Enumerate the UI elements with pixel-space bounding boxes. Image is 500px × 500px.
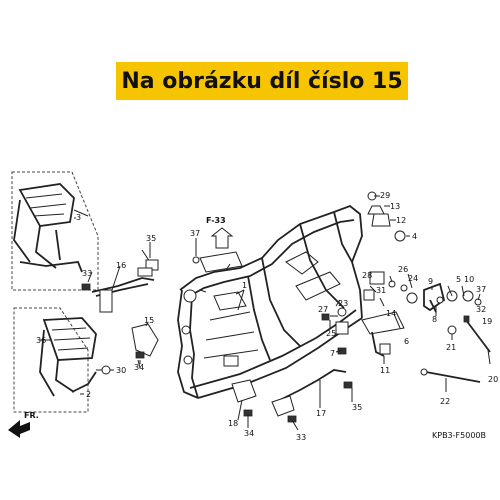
callout-6: 6 <box>404 337 409 346</box>
reference-label: F-33 <box>206 216 226 225</box>
callout-33-bottom: 33 <box>296 433 306 442</box>
leader-lines <box>40 195 491 431</box>
callout-35-bottom: 35 <box>352 403 362 412</box>
inset-box-bottom-left <box>13 307 89 413</box>
callout-11: 11 <box>380 366 390 375</box>
callout-34-left: 34 <box>134 363 144 372</box>
lower-stay-17-18 <box>231 369 353 423</box>
callout-5: 5 <box>456 275 461 284</box>
callout-35-top: 35 <box>146 234 156 243</box>
callout-17: 17 <box>316 409 326 418</box>
callout-19: 19 <box>482 317 492 326</box>
callout-7: 7 <box>330 349 335 358</box>
callout-14: 14 <box>386 309 396 318</box>
callout-3: 3 <box>76 213 81 222</box>
callout-31: 31 <box>376 286 386 295</box>
callout-23: 23 <box>338 299 348 308</box>
callout-30: 30 <box>116 366 126 375</box>
callout-18: 18 <box>228 419 238 428</box>
reference-box <box>192 227 243 273</box>
callout-16: 16 <box>116 261 126 270</box>
callout-15: 15 <box>144 316 154 325</box>
callout-22: 22 <box>440 397 450 406</box>
diagram-code: KPB3-F5000B <box>432 431 486 440</box>
callout-4: 4 <box>412 232 417 241</box>
callout-21: 21 <box>446 343 456 352</box>
callout-2: 2 <box>86 390 91 399</box>
rear-bracket-assembly <box>13 183 89 273</box>
callout-36: 36 <box>36 336 46 345</box>
callout-27: 27 <box>318 305 328 314</box>
callout-12: 12 <box>396 216 406 225</box>
side-bracket-15 <box>131 323 159 369</box>
callout-9: 9 <box>428 277 433 286</box>
right-side-parts <box>321 191 491 383</box>
upper-left-parts <box>81 249 159 313</box>
front-arrow-icon <box>8 420 30 438</box>
part-number-banner: Na obrázku díl číslo 15 <box>116 62 408 100</box>
callout-20: 20 <box>488 375 498 384</box>
callout-26: 26 <box>398 265 408 274</box>
callout-1: 1 <box>242 281 247 290</box>
callout-8: 8 <box>432 315 437 324</box>
callout-25: 25 <box>326 329 336 338</box>
callout-24: 24 <box>408 274 418 283</box>
callout-10: 10 <box>464 275 474 284</box>
callout-32: 32 <box>476 305 486 314</box>
callout-labels: 3 33 16 35 37 F-33 1 36 2 30 15 34 29 13… <box>24 191 498 442</box>
lower-bracket-assembly <box>39 317 111 397</box>
callout-37-left: 37 <box>190 229 200 238</box>
callout-29: 29 <box>380 191 390 200</box>
callout-34-bottom: 34 <box>244 429 254 438</box>
callout-33-left: 33 <box>82 269 92 278</box>
inset-box-top-left <box>11 171 99 291</box>
front-label: FR. <box>24 411 39 420</box>
callout-28: 28 <box>362 271 372 280</box>
callout-37-right: 37 <box>476 285 486 294</box>
callout-13: 13 <box>390 202 400 211</box>
